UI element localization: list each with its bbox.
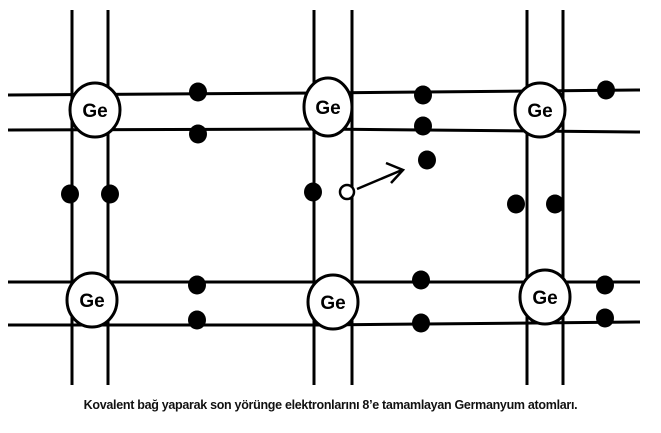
- electron-dot: [189, 124, 207, 144]
- electron-dot: [412, 270, 430, 290]
- ge-atom-circle: [68, 81, 122, 139]
- ge-atom-label: Ge: [320, 293, 345, 314]
- electron-dot: [304, 182, 322, 202]
- electron-dot: [414, 85, 432, 105]
- ge-atom-label: Ge: [532, 288, 557, 309]
- electron-dot: [418, 150, 436, 170]
- electron-dot: [414, 116, 432, 136]
- electron-dot: [188, 275, 206, 295]
- electron-dot: [597, 80, 615, 100]
- caption: Kovalent bağ yaparak son yörünge elektro…: [83, 398, 578, 412]
- ge-atom-circle: [513, 81, 567, 139]
- ge-atom-circle: [518, 268, 572, 326]
- electron-dot: [596, 308, 614, 328]
- electron-dot: [189, 82, 207, 102]
- electron-dot: [188, 310, 206, 330]
- electron-dot: [546, 194, 564, 214]
- ge-atom-label: Ge: [527, 101, 552, 122]
- electron-dot: [61, 184, 79, 204]
- electron-dot: [596, 275, 614, 295]
- electron-dot: [101, 184, 119, 204]
- ge-atom-label: Ge: [82, 101, 107, 122]
- electron-dot: [507, 194, 525, 214]
- arrow-head-icon: [385, 161, 406, 184]
- ge-atom-circle: [65, 271, 119, 329]
- electron-dot: [412, 313, 430, 333]
- ge-atom-label: Ge: [315, 98, 340, 119]
- ge-atom-circle: [302, 76, 354, 138]
- ge-atom-label: Ge: [79, 291, 104, 312]
- ge-atom-circle: [306, 273, 360, 331]
- arrow-shaft-icon: [356, 168, 403, 191]
- hole-circle: [338, 183, 356, 201]
